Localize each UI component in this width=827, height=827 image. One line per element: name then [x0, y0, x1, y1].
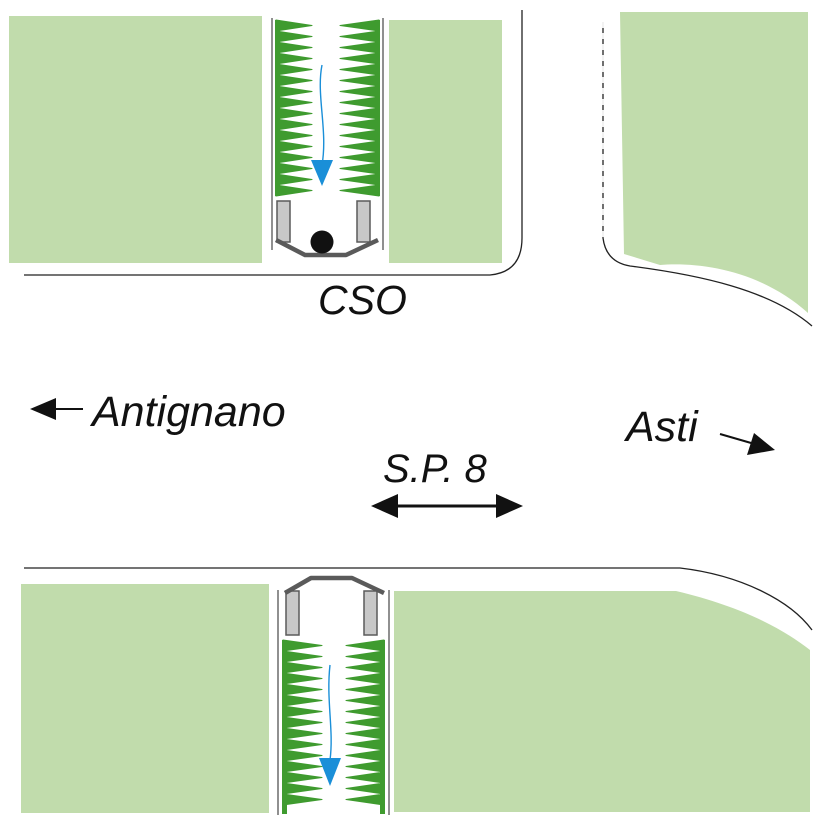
flow-arrowhead-top [311, 160, 333, 186]
field-bottom-left [21, 584, 269, 813]
vegetation-stem [282, 640, 287, 814]
cso-label: CSO [318, 277, 407, 323]
road-edge-top-left [24, 10, 523, 276]
flow-arrow-icon [319, 64, 325, 166]
vegetation-top-right [339, 19, 380, 197]
field-top-middle [389, 20, 502, 263]
double-arrow-icon [371, 494, 523, 518]
vegetation-leaves [339, 19, 380, 197]
vegetation-stem [380, 640, 385, 814]
field-top-left [9, 16, 262, 263]
vegetation-bottom-right [345, 639, 385, 814]
inlet-structure-icon [283, 575, 385, 636]
arrow-left-icon [30, 398, 83, 420]
arrow-right-icon [719, 433, 775, 455]
asti-label: Asti [623, 403, 699, 451]
road-label: S.P. 8 [383, 447, 488, 491]
road-edge-bottom [24, 567, 813, 631]
antignano-label: Antignano [89, 388, 286, 436]
flow-arrow-icon [328, 664, 332, 761]
vegetation-stem [375, 20, 380, 196]
field-bottom-right [394, 591, 810, 812]
swale-top [271, 18, 384, 258]
flow-arrowhead-bottom [319, 758, 341, 786]
field-top-right [620, 12, 808, 313]
outfall-pipe-icon [274, 200, 379, 258]
road-edge-top-right [602, 22, 813, 327]
vegetation-leaves [345, 639, 385, 806]
vegetation-top-left [275, 19, 313, 197]
swale-bottom [277, 575, 390, 815]
vegetation-bottom-left [282, 639, 323, 814]
vegetation-leaves [282, 639, 323, 806]
vegetation-stem [275, 20, 280, 196]
vegetation-leaves [275, 19, 313, 197]
